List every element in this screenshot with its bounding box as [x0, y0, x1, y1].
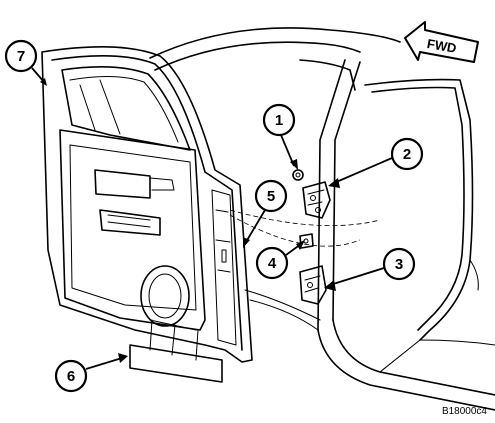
- callout-7: 7: [4, 39, 38, 73]
- callout-6-label: 6: [67, 368, 75, 385]
- door-support-stand: [129, 319, 223, 383]
- callout-2: 2: [390, 137, 424, 171]
- forward-direction-arrow: FWD: [404, 21, 479, 63]
- callout-2-label: 2: [403, 146, 411, 163]
- fwd-label: FWD: [426, 36, 458, 56]
- callout-7-label: 7: [17, 48, 25, 65]
- vehicle-body: [149, 27, 495, 411]
- callout-6: 6: [54, 359, 88, 393]
- lower-hinge: [299, 265, 327, 305]
- front-door: [41, 46, 253, 363]
- callout-4: 4: [255, 246, 289, 280]
- callout-1: 1: [262, 103, 296, 137]
- callout-3: 3: [382, 247, 416, 281]
- callout-1-label: 1: [275, 112, 283, 129]
- callout-5-label: 5: [267, 188, 275, 205]
- figure-id: B18000c4: [441, 406, 487, 417]
- callout-5: 5: [254, 179, 288, 213]
- hinge-nut: [292, 169, 304, 181]
- upper-hinge: [302, 181, 331, 219]
- callout-3-label: 3: [395, 256, 403, 273]
- callout-4-label: 4: [268, 255, 277, 272]
- leader-lines: [31, 67, 393, 370]
